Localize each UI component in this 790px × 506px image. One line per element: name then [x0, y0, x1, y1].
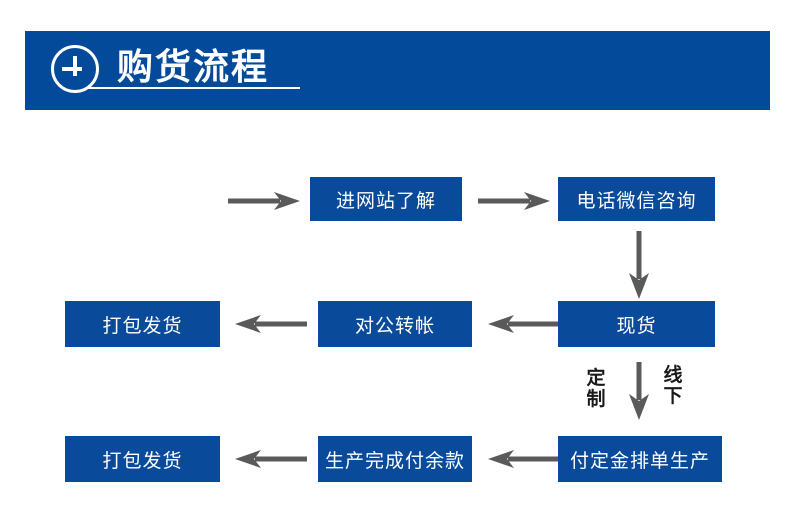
flow-box-deposit-schedule-production[interactable]: 付定金排单生产: [558, 436, 722, 482]
annotation-custom-made-char-1: 定: [586, 367, 606, 389]
arrow-website-to-consult: [478, 190, 550, 212]
arrow-deposit-to-balance: [488, 448, 560, 470]
annotation-offline: 线 下: [662, 365, 684, 406]
arrow-stock-to-custom: [627, 362, 651, 420]
arrow-balance-to-ship: [235, 448, 307, 470]
annotation-offline-char-1: 线: [663, 364, 683, 386]
flow-box-phone-wechat-consult[interactable]: 电话微信咨询: [558, 177, 715, 221]
flow-box-pay-balance-after-production[interactable]: 生产完成付余款: [318, 436, 472, 482]
header-content: 购货流程: [51, 43, 269, 93]
flow-box-pack-and-ship-stock[interactable]: 打包发货: [65, 301, 220, 347]
arrow-transfer-to-ship: [235, 313, 307, 335]
flow-box-in-stock[interactable]: 现货: [558, 301, 715, 347]
title-underline: [88, 87, 300, 89]
flow-box-enter-website[interactable]: 进网站了解: [310, 177, 462, 221]
flow-box-corporate-transfer[interactable]: 对公转帐: [318, 301, 472, 347]
section-header-banner: 购货流程: [25, 31, 770, 110]
page-title: 购货流程: [117, 47, 270, 88]
arrow-consult-to-stock: [627, 231, 651, 299]
annotation-custom-made: 定 制: [585, 368, 607, 409]
circled-plus-icon: [51, 45, 99, 93]
arrow-stock-to-transfer: [488, 313, 560, 335]
arrow-start-to-website: [228, 190, 300, 212]
annotation-custom-made-char-2: 制: [586, 387, 606, 410]
flow-box-pack-and-ship-custom[interactable]: 打包发货: [65, 436, 220, 482]
annotation-offline-char-2: 下: [663, 384, 683, 407]
